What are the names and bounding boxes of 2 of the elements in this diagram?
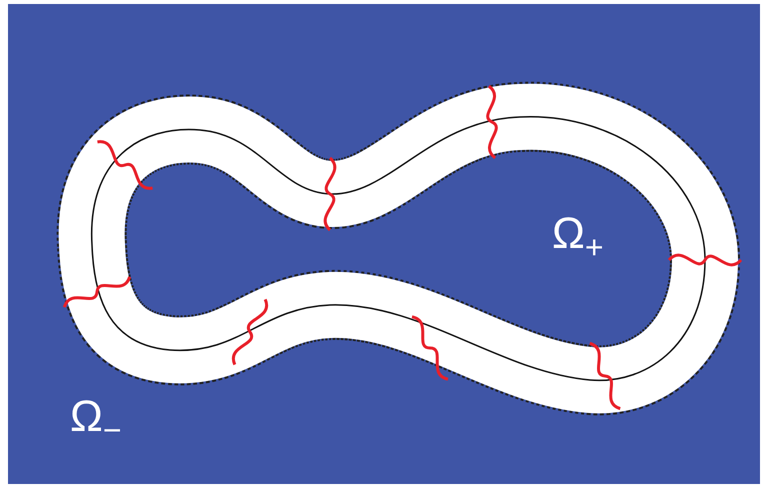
region-label: Ω$_{−}$ bbox=[70, 395, 122, 446]
region-label: Ω$_{+}$ bbox=[552, 212, 604, 263]
